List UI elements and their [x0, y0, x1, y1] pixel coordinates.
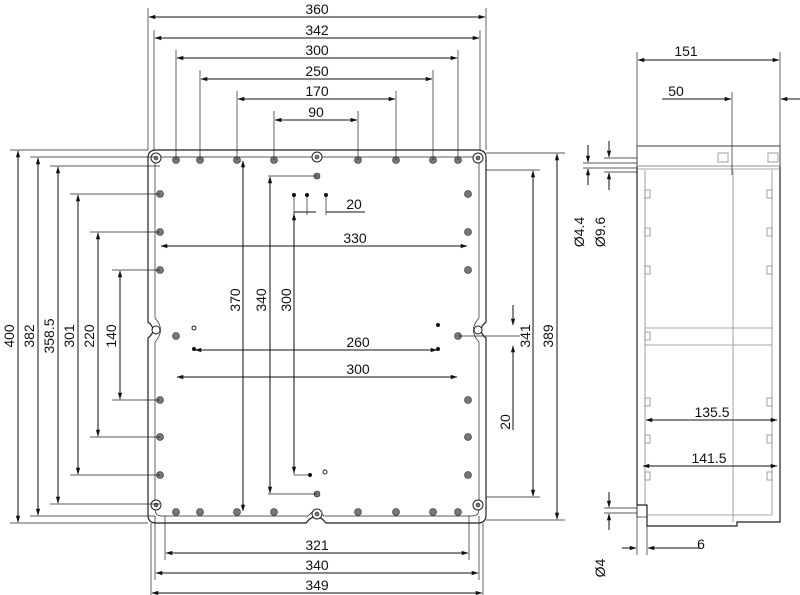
side-body-outline: [636, 145, 781, 527]
dim-300-vertical: 300: [278, 288, 294, 312]
dim-360: 360: [305, 1, 329, 17]
perimeter-holes: [156, 156, 472, 516]
dim-90: 90: [308, 104, 324, 120]
left-dimensions: [10, 149, 160, 524]
dim-20-inner: 20: [346, 196, 362, 212]
dim-349: 349: [305, 577, 329, 593]
dim-340-vertical: 340: [253, 288, 269, 312]
side-view: 151 50 Ø4.4 Ø9.6 Ø4 13: [571, 43, 800, 577]
dim-341: 341: [517, 324, 533, 348]
dim-20-right: 20: [497, 414, 513, 430]
dim-400: 400: [1, 324, 17, 348]
dim-diameter-4-4: Ø4.4: [571, 217, 587, 248]
dim-301: 301: [61, 324, 77, 348]
dim-382: 382: [21, 324, 37, 348]
corner-screw-holes: [150, 151, 484, 520]
dim-342: 342: [305, 22, 329, 38]
dim-330: 330: [343, 230, 367, 246]
enclosure-outline: [147, 149, 487, 524]
dim-370: 370: [227, 288, 243, 312]
dim-220: 220: [81, 324, 97, 348]
dim-170: 170: [305, 83, 329, 99]
dim-300-top: 300: [305, 42, 329, 58]
dim-300-inner: 300: [346, 361, 370, 377]
side-diameter-dimensions: [583, 141, 637, 530]
side-wall-notches: [644, 189, 773, 481]
dim-340-bottom: 340: [305, 557, 329, 573]
side-lid: [636, 145, 781, 167]
side-width-dimensions: [636, 52, 800, 146]
dim-250: 250: [305, 63, 329, 79]
dim-141-5: 141.5: [691, 450, 726, 466]
dim-diameter-9-6: Ø9.6: [592, 217, 608, 248]
enclosure-inner-outline: [154, 156, 480, 517]
dim-140: 140: [103, 324, 119, 348]
side-depth-dimensions: [622, 417, 778, 555]
dim-358-5: 358.5: [41, 318, 57, 353]
dim-389: 389: [540, 324, 556, 348]
inner-vertical-dimensions: [240, 160, 317, 512]
dim-diameter-4: Ø4: [592, 558, 608, 577]
dim-6: 6: [697, 536, 705, 552]
inner-horizontal-dimensions: [160, 193, 468, 380]
dim-151: 151: [674, 43, 698, 59]
dim-260: 260: [346, 334, 370, 350]
side-foot: [636, 504, 648, 518]
front-view: 360 342 300 250 170 90 20 330 260 300: [1, 1, 565, 595]
dim-50: 50: [668, 83, 684, 99]
dim-321: 321: [305, 537, 329, 553]
right-dimensions: [458, 152, 565, 521]
top-dimensions: [147, 8, 487, 160]
bottom-dimensions: [150, 516, 484, 595]
dim-135-5: 135.5: [694, 404, 729, 420]
